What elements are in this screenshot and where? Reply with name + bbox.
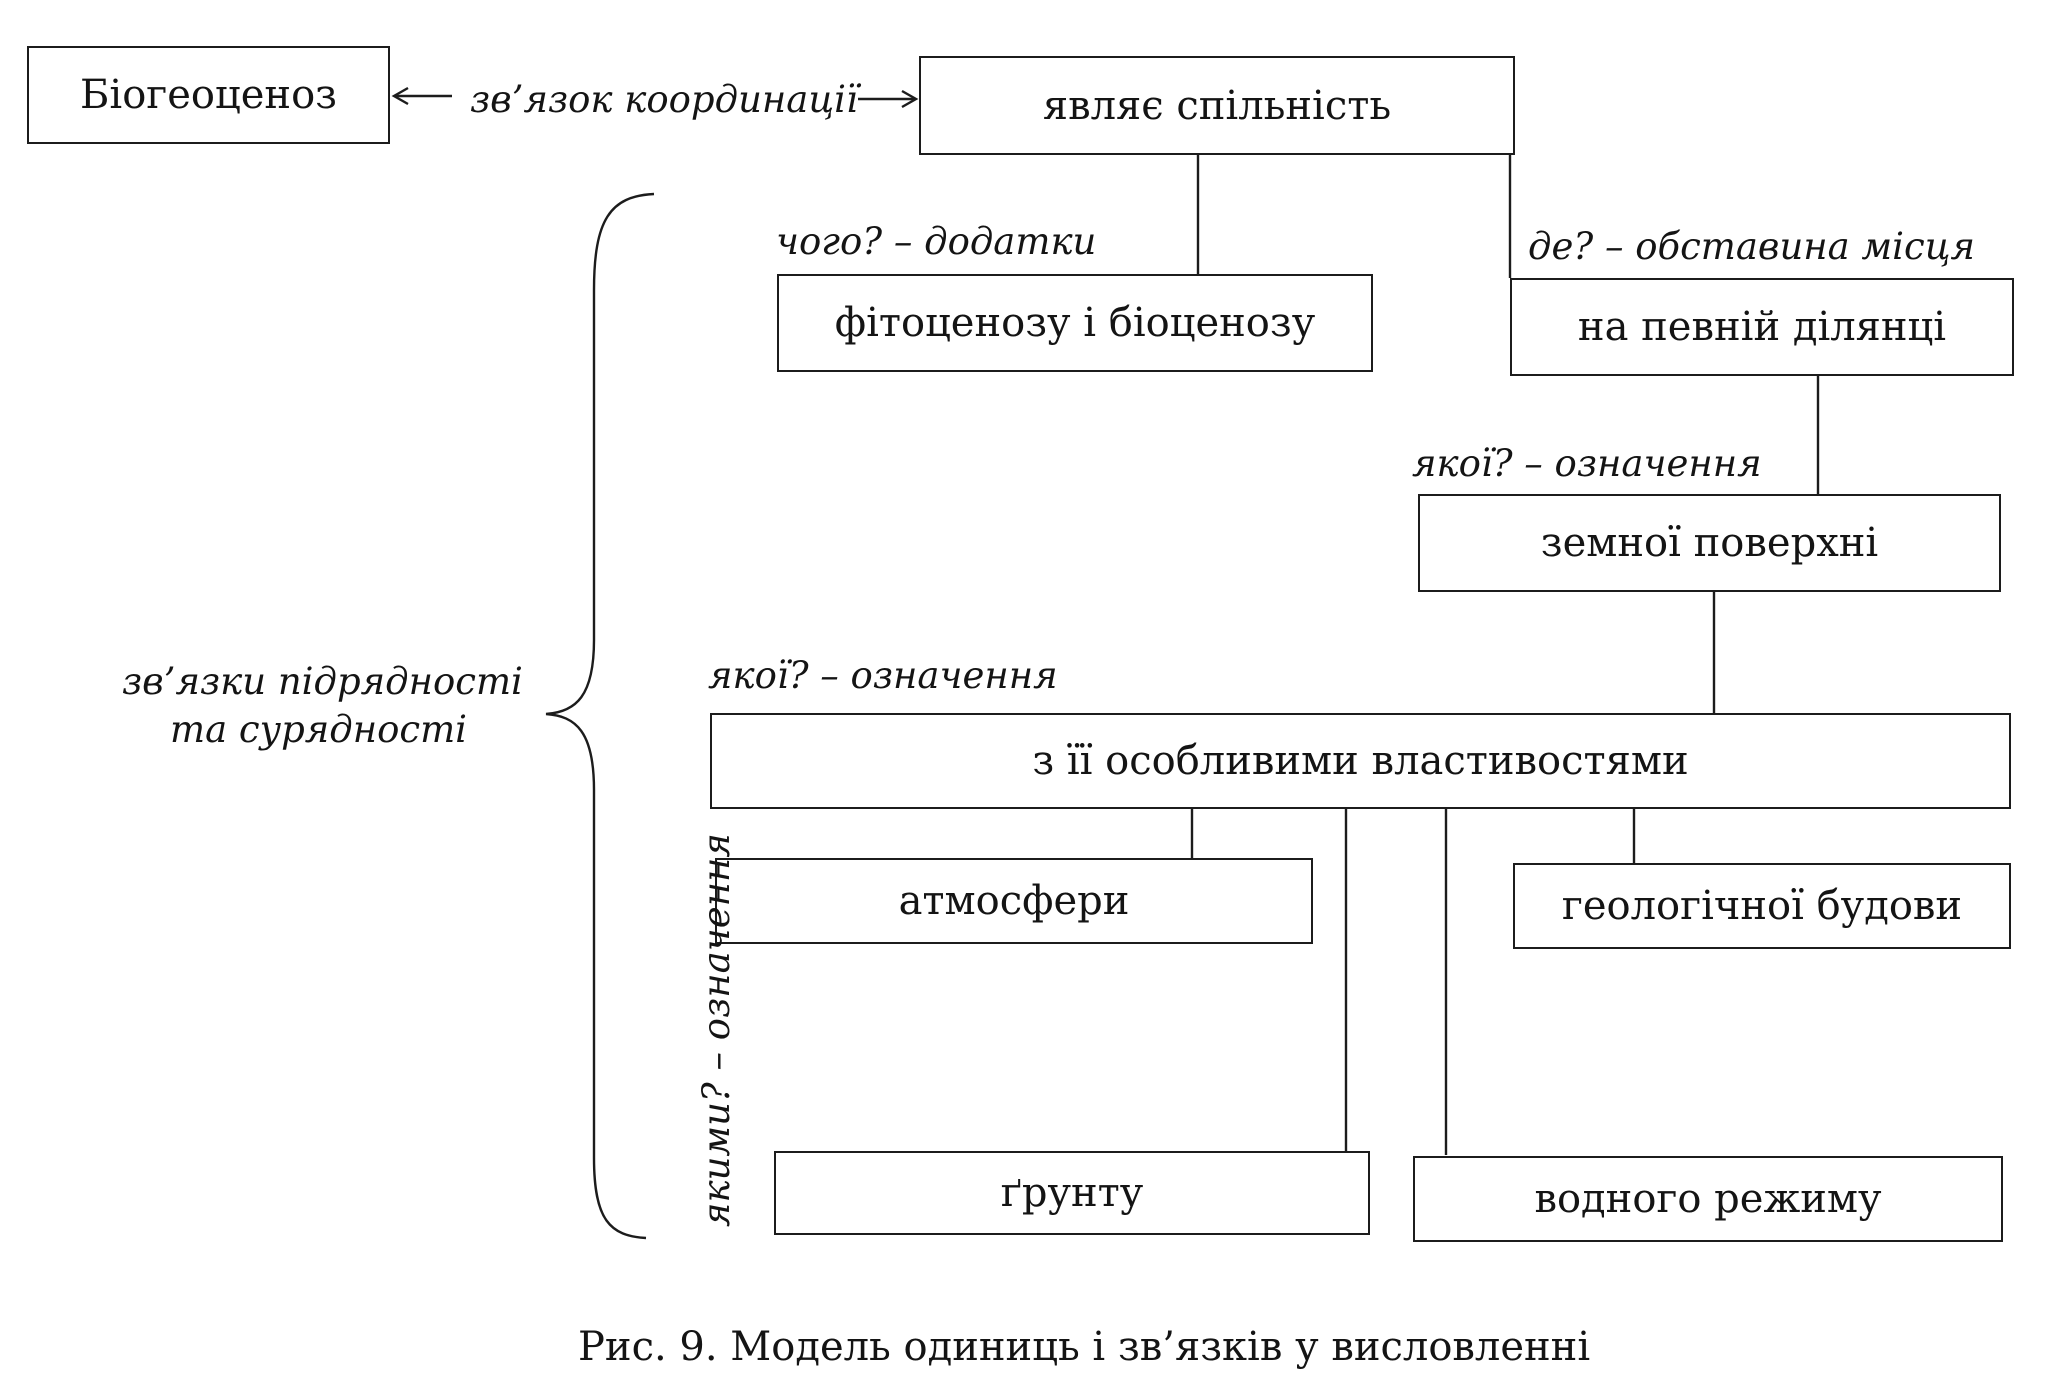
node-atmosphere: атмосфери (715, 858, 1313, 944)
node-water-regime: водного режиму (1413, 1156, 2003, 1242)
node-geological-structure: геологічної будови (1513, 863, 2011, 949)
node-phyto-biocenosis: фітоценозу і біоценозу (777, 274, 1373, 372)
arrow-right-head (901, 89, 919, 109)
node-soil: ґрунту (774, 1151, 1370, 1235)
node-special-properties: з її особливими властивостями (710, 713, 2011, 809)
label-question-attribute-1: якої? – означення (1412, 442, 1762, 485)
brace-label-line2: та сурядності (170, 708, 468, 751)
node-biogeocenosis: Біогеоценоз (27, 46, 390, 144)
label-coordination-link: зв’язок координації (470, 78, 858, 121)
brace-label-line1: зв’язки підрядності (122, 660, 523, 703)
node-on-area: на певній ділянці (1510, 278, 2014, 376)
arrow-left-head (391, 86, 409, 106)
figure-caption: Рис. 9. Модель одиниць і зв’язків у висл… (578, 1324, 1591, 1370)
label-question-attributes-plural: якими? – означення (695, 833, 738, 1227)
label-question-place: де? – обставина місця (1528, 225, 1976, 268)
node-represents-community: являє спільність (919, 56, 1515, 155)
label-question-attribute-2: якої? – означення (708, 654, 1058, 697)
node-earth-surface: земної поверхні (1418, 494, 2001, 592)
curly-brace (545, 192, 655, 1240)
label-question-object: чого? – додатки (776, 220, 1097, 263)
